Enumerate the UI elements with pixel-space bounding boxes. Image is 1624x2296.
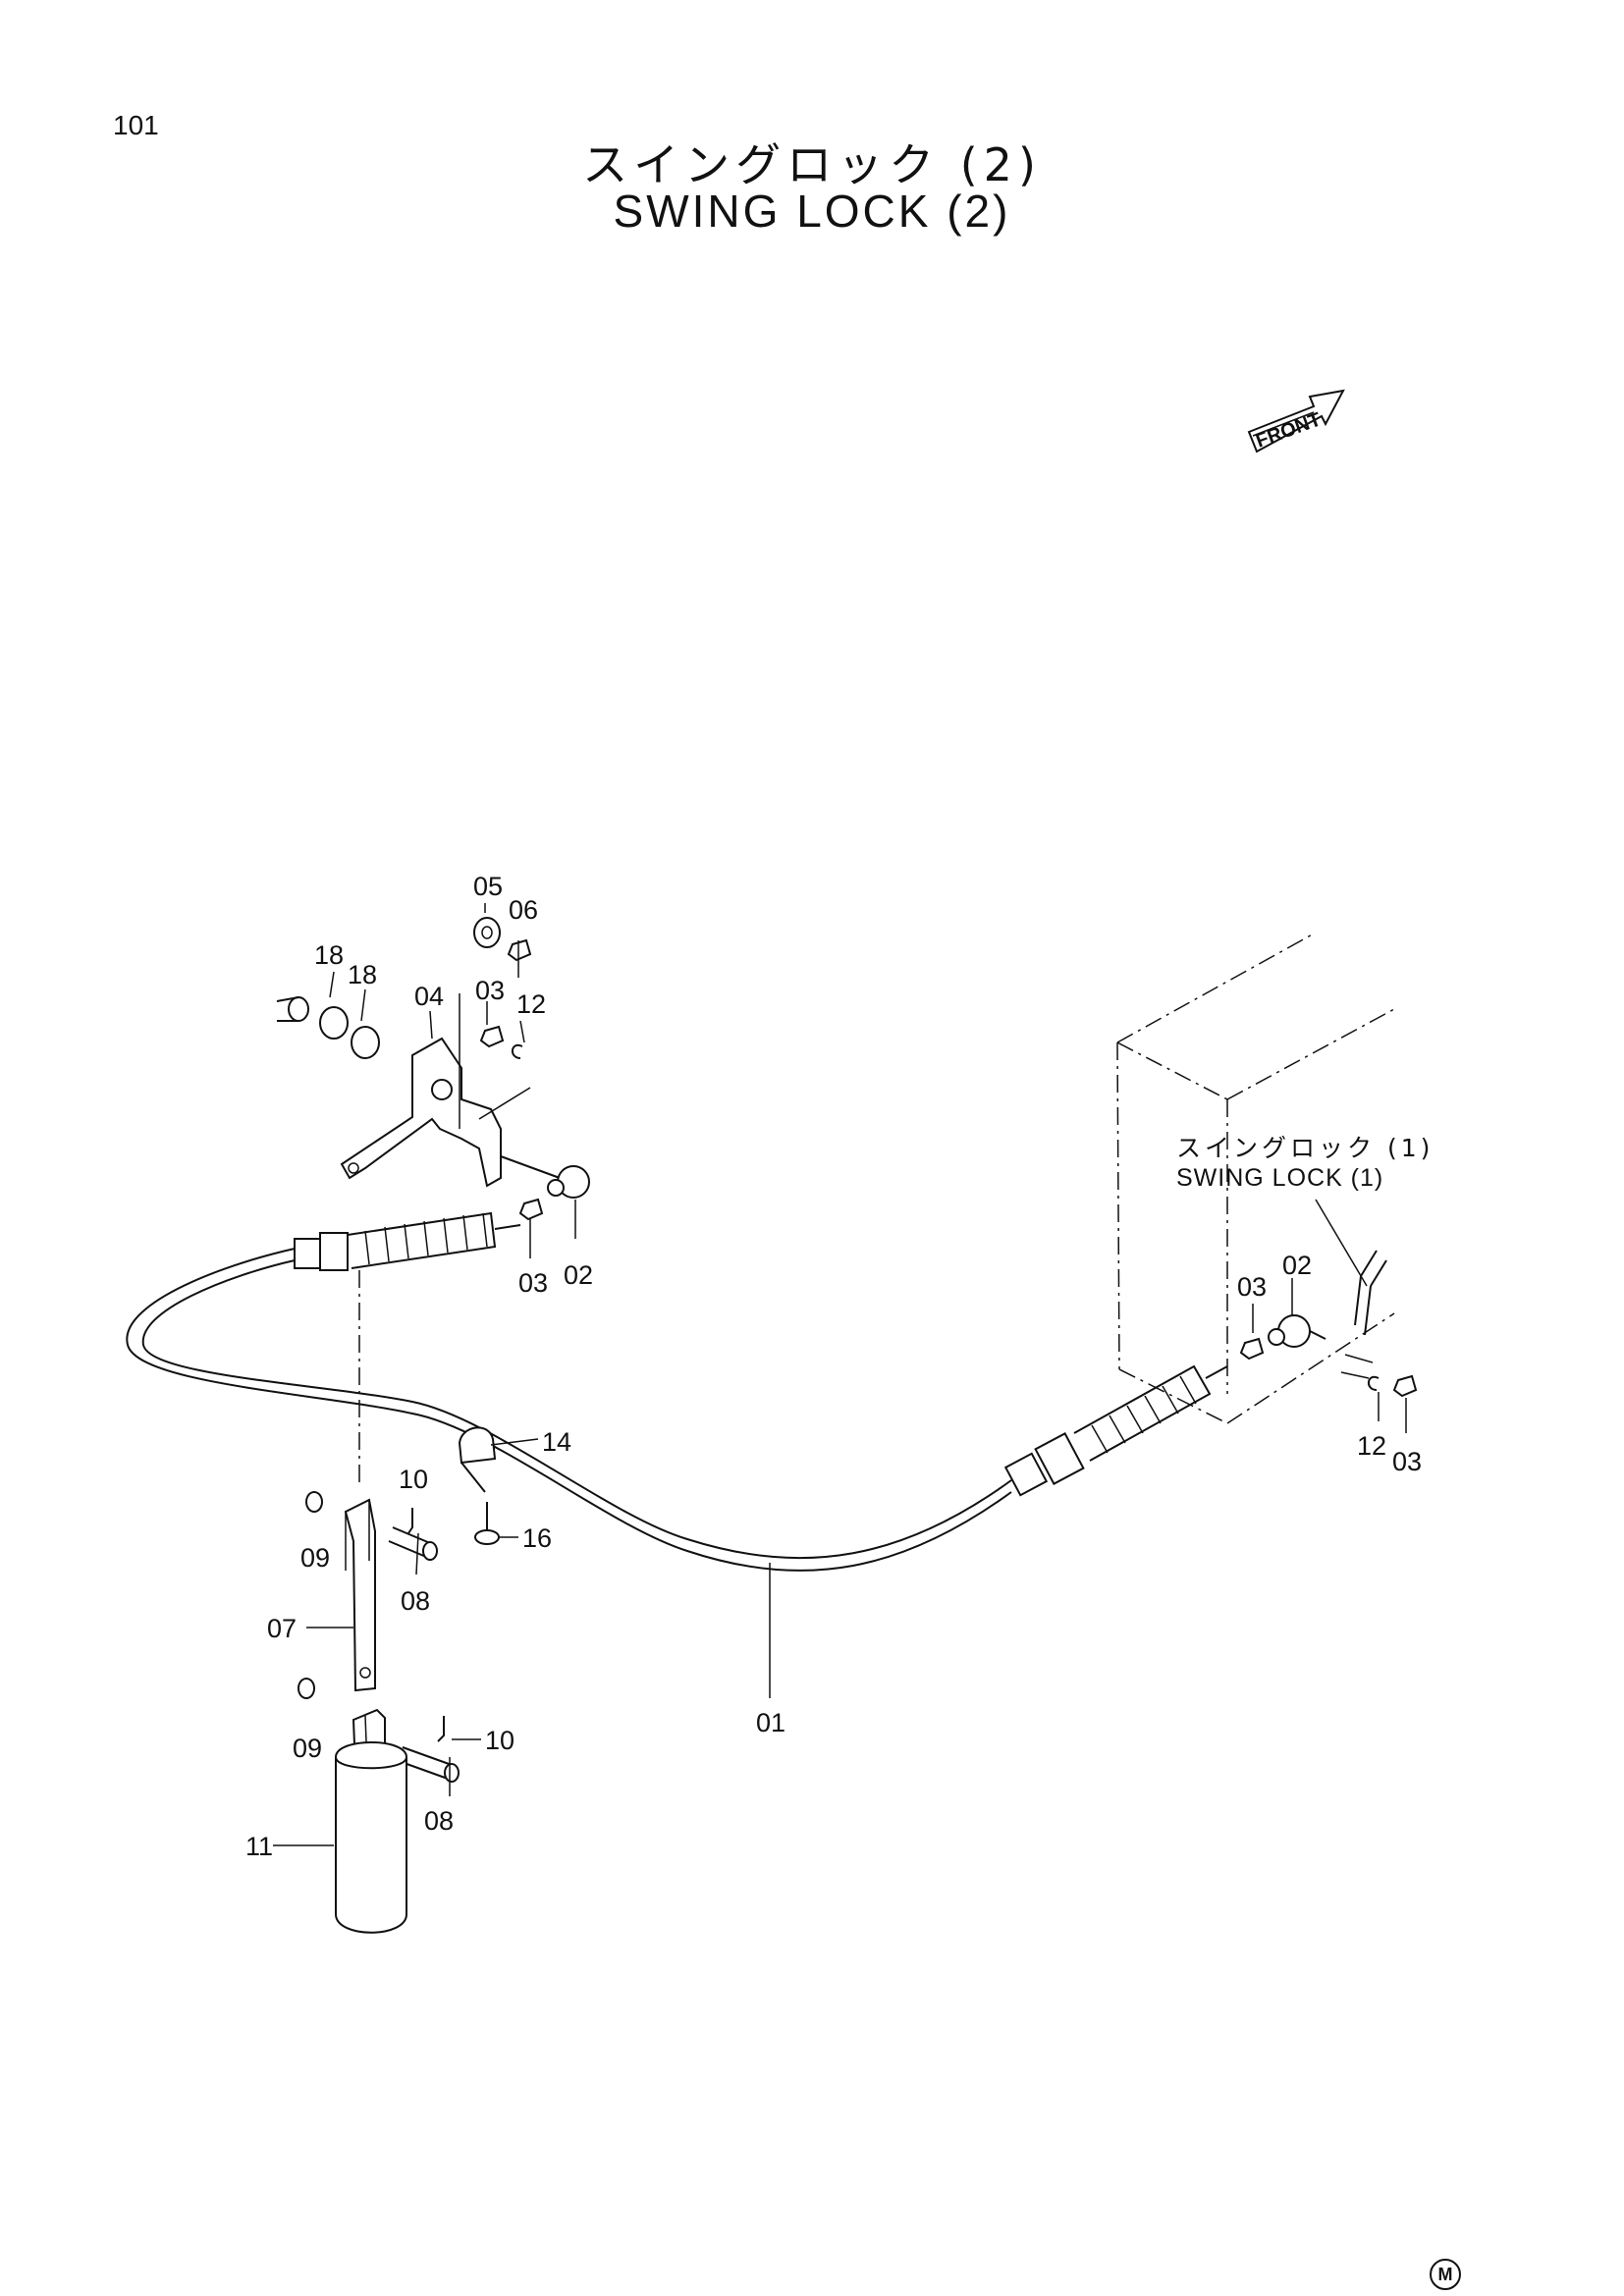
nut-03b [518, 1198, 544, 1221]
callout-08b: 08 [424, 1806, 454, 1836]
lower-cable-end [1003, 1364, 1228, 1497]
cotter-pin-10a [407, 1508, 413, 1534]
callout-02a: 02 [564, 1260, 593, 1290]
front-arrow-icon: FRONT [1247, 389, 1345, 454]
callout-01: 01 [756, 1708, 785, 1737]
cotter-pin-10b [437, 1716, 445, 1742]
nut-03a [479, 1025, 505, 1048]
pin-08a [388, 1526, 438, 1561]
callout-07: 07 [267, 1614, 297, 1643]
callout-03c: 03 [475, 976, 505, 1005]
callout-12a: 12 [516, 989, 546, 1019]
clip-12b [1368, 1375, 1380, 1391]
washer-09b [298, 1678, 315, 1699]
washer-09a [305, 1491, 323, 1513]
machine-frame-box [1116, 932, 1395, 1424]
ball-joint-02a [500, 1155, 590, 1199]
reference-leader [1315, 1199, 1368, 1287]
lever-07 [344, 1498, 376, 1692]
bushing-18a [276, 996, 309, 1022]
callout-03a: 03 [518, 1268, 548, 1298]
callout-06: 06 [509, 895, 538, 925]
bushing-18c [351, 1026, 380, 1059]
bushing-18b [319, 1006, 349, 1040]
page-title-japanese: スイングロック (2) [582, 138, 1042, 191]
callout-03d: 03 [1392, 1447, 1422, 1476]
callout-11: 11 [245, 1832, 273, 1861]
clamp-14 [458, 1426, 497, 1493]
callout-03b: 03 [1237, 1272, 1267, 1302]
nut-03d [1392, 1374, 1418, 1398]
callout-09b: 09 [293, 1734, 322, 1763]
ball-joint-02b [1268, 1314, 1326, 1348]
callout-09a: 09 [300, 1543, 330, 1573]
callout-14: 14 [542, 1427, 571, 1457]
m-mark-icon: M [1430, 2259, 1461, 2290]
bolt-16 [474, 1502, 500, 1545]
bracket-04 [340, 993, 531, 1188]
upper-cable-end [294, 1211, 521, 1271]
callout-10a: 10 [399, 1465, 428, 1494]
leader-lines [273, 903, 1407, 1846]
cylinder-11 [335, 1741, 407, 1934]
callout-18b: 18 [348, 960, 377, 989]
washer-05 [473, 917, 501, 948]
callout-10b: 10 [485, 1726, 514, 1755]
callout-12b: 12 [1357, 1431, 1386, 1461]
callout-02b: 02 [1282, 1251, 1312, 1280]
callout-05: 05 [473, 872, 503, 901]
nut-03c [1239, 1337, 1265, 1361]
callout-08a: 08 [401, 1586, 430, 1616]
cable [126, 1248, 1012, 1572]
callout-04: 04 [414, 982, 444, 1011]
page-number: 101 [113, 110, 159, 140]
reference-label-japanese: スイングロック (1) [1176, 1134, 1435, 1162]
nut-06 [507, 938, 532, 962]
page-title-english: SWING LOCK (2) [613, 186, 1011, 237]
swing-lock-1-plate [1340, 1250, 1387, 1379]
reference-label-english: SWING LOCK (1) [1176, 1164, 1384, 1192]
callout-16: 16 [522, 1523, 552, 1553]
clip-12a [512, 1043, 523, 1059]
callout-18a: 18 [314, 940, 344, 970]
